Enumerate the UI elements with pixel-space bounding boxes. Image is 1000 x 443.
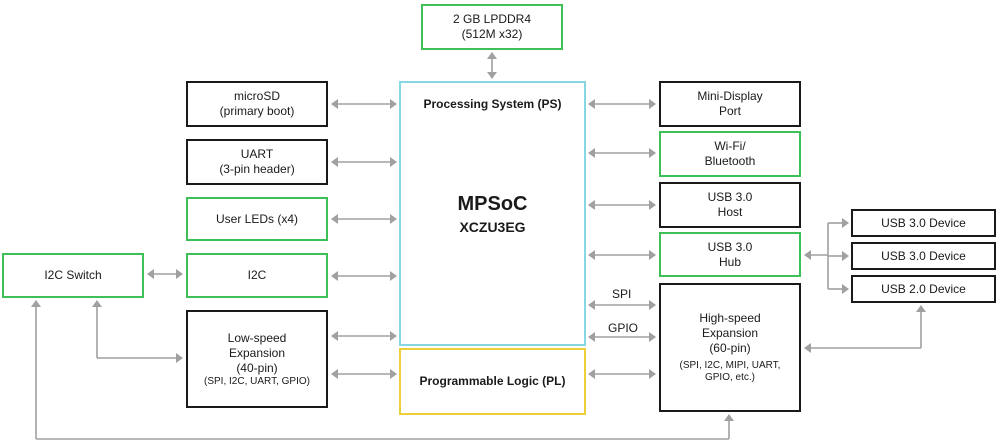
lowspeed-pl-wire-arrowhead-right: [390, 369, 397, 379]
ps-wifi-wire-arrowhead-left: [588, 148, 595, 158]
ps-usbhub-wire-arrowhead-left: [588, 250, 595, 260]
low-speed-expansion-block: Low-speed Expansion (40-pin) (SPI, I2C, …: [186, 310, 328, 408]
high-speed-line3: (60-pin): [709, 341, 751, 355]
ps-highspeed-spi-wire-arrowhead-right: [649, 300, 656, 310]
usb-device-1-block: USB 3.0 Device: [851, 209, 996, 237]
leds-ps-wire-arrowhead-right: [390, 214, 397, 224]
wifi-line1: Wi-Fi/: [714, 139, 746, 153]
ddr-line1: 2 GB LPDDR4: [452, 12, 532, 26]
i2c-ps-wire-arrowhead-right: [390, 271, 397, 281]
i2cswitch-highspeed-arrowhead-hs: [724, 414, 734, 421]
i2c-ps-wire-arrowhead-left: [331, 271, 338, 281]
ddr-line2: (512M x32): [461, 27, 523, 41]
i2c-block: I2C: [186, 253, 328, 298]
wifi-bluetooth-block: Wi-Fi/ Bluetooth: [659, 131, 801, 177]
microsd-block: microSD (primary boot): [186, 81, 328, 127]
usbdev3-highspeed-arrowhead-left: [804, 343, 811, 353]
ps-usbhost-wire-arrowhead-right: [649, 200, 656, 210]
usb-device-3-block: USB 2.0 Device: [851, 275, 996, 303]
i2cswitch-i2c-wire-arrowhead-right: [176, 269, 183, 279]
lowspeed-ps-wire-arrowhead-left: [331, 331, 338, 341]
ps-wifi-wire-arrowhead-right: [649, 148, 656, 158]
uart-ps-wire-arrowhead-left: [331, 157, 338, 167]
usbdev3-highspeed-arrowhead-up: [916, 305, 926, 312]
hub-devices-arrowhead-left: [804, 250, 811, 260]
i2c-switch-line1: I2C Switch: [44, 268, 102, 282]
mini-dp-line1: Mini-Display: [697, 89, 763, 103]
ps-highspeed-gpio-wire-arrowhead-right: [649, 332, 656, 342]
ddr-ps-wire-arrowhead-up: [487, 52, 497, 59]
usb-hub-line1: USB 3.0: [707, 239, 753, 254]
i2c-switch-block: I2C Switch: [2, 253, 144, 298]
microsd-line1: microSD: [233, 89, 280, 103]
i2cswitch-lowspeed-arrowhead-right: [176, 353, 183, 363]
pl-highspeed-wire-arrowhead-right: [649, 369, 656, 379]
ps-minidp-wire-arrowhead-left: [588, 99, 595, 109]
user-leds-block: User LEDs (x4): [186, 197, 328, 241]
mini-displayport-block: Mini-Display Port: [659, 81, 801, 127]
usb-hub-line2: Hub: [718, 254, 741, 269]
ps-highspeed-spi-wire-arrowhead-left: [588, 300, 595, 310]
usb-host-line2: Host: [717, 205, 743, 219]
microsd-ps-wire-arrowhead-left: [331, 99, 338, 109]
ps-usbhub-wire-arrowhead-right: [649, 250, 656, 260]
high-speed-line4: (SPI, I2C, MIPI, UART,: [679, 360, 781, 371]
processing-system-block: Processing System (PS) MPSoC XCZU3EG: [399, 81, 586, 346]
programmable-logic-block: Programmable Logic (PL): [399, 348, 586, 415]
high-speed-expansion-block: High-speed Expansion (60-pin) (SPI, I2C,…: [659, 283, 801, 412]
ps-title: Processing System (PS): [423, 97, 562, 111]
high-speed-line1: High-speed: [699, 311, 761, 325]
high-speed-line5: GPIO, etc.): [704, 372, 755, 383]
usb-host-line1: USB 3.0: [707, 190, 753, 204]
wifi-line2: Bluetooth: [704, 154, 756, 168]
usb-dev1-line1: USB 3.0 Device: [881, 215, 966, 230]
mpsoc-part: XCZU3EG: [459, 218, 526, 235]
low-speed-line4: (SPI, I2C, UART, GPIO): [204, 375, 310, 387]
hub-dev2-arrowhead: [842, 251, 849, 261]
hub-dev3-arrowhead: [842, 284, 849, 294]
spi-bus-label: SPI: [612, 287, 632, 301]
usb-hub-block: USB 3.0 Hub: [659, 232, 801, 277]
ps-highspeed-gpio-wire-arrowhead-left: [588, 332, 595, 342]
uart-block: UART (3-pin header): [186, 139, 328, 185]
pl-title: Programmable Logic (PL): [419, 374, 566, 388]
uart-line2: (3-pin header): [219, 162, 295, 176]
i2cswitch-highspeed-arrowhead-up: [31, 300, 41, 307]
ddr-memory-block: 2 GB LPDDR4 (512M x32): [421, 4, 563, 50]
ps-usbhost-wire-arrowhead-left: [588, 200, 595, 210]
gpio-bus-label: GPIO: [608, 321, 639, 335]
usb-dev3-line1: USB 2.0 Device: [881, 281, 966, 296]
lowspeed-pl-wire-arrowhead-left: [331, 369, 338, 379]
low-speed-line3: (40-pin): [236, 360, 278, 375]
mini-dp-line2: Port: [718, 104, 741, 118]
hub-dev1-arrowhead: [842, 218, 849, 228]
microsd-ps-wire-arrowhead-right: [390, 99, 397, 109]
ps-minidp-wire-arrowhead-right: [649, 99, 656, 109]
high-speed-line2: Expansion: [701, 326, 759, 340]
leds-ps-wire-arrowhead-left: [331, 214, 338, 224]
uart-ps-wire-arrowhead-right: [390, 157, 397, 167]
i2cswitch-i2c-wire-arrowhead-left: [147, 269, 154, 279]
microsd-line2: (primary boot): [219, 104, 295, 118]
usb-dev2-line1: USB 3.0 Device: [881, 248, 966, 263]
lowspeed-ps-wire-arrowhead-right: [390, 331, 397, 341]
pl-highspeed-wire-arrowhead-left: [588, 369, 595, 379]
uart-line1: UART: [240, 147, 274, 161]
low-speed-line2: Expansion: [228, 345, 286, 360]
i2cswitch-lowspeed-arrowhead-up: [92, 300, 102, 307]
i2c-line1: I2C: [247, 268, 267, 282]
user-leds-line1: User LEDs (x4): [215, 211, 298, 226]
mpsoc-name: MPSoC: [457, 192, 528, 215]
ddr-ps-wire-arrowhead-down: [487, 72, 497, 79]
usb-host-block: USB 3.0 Host: [659, 182, 801, 228]
usb-device-2-block: USB 3.0 Device: [851, 242, 996, 270]
low-speed-line1: Low-speed: [227, 330, 287, 345]
